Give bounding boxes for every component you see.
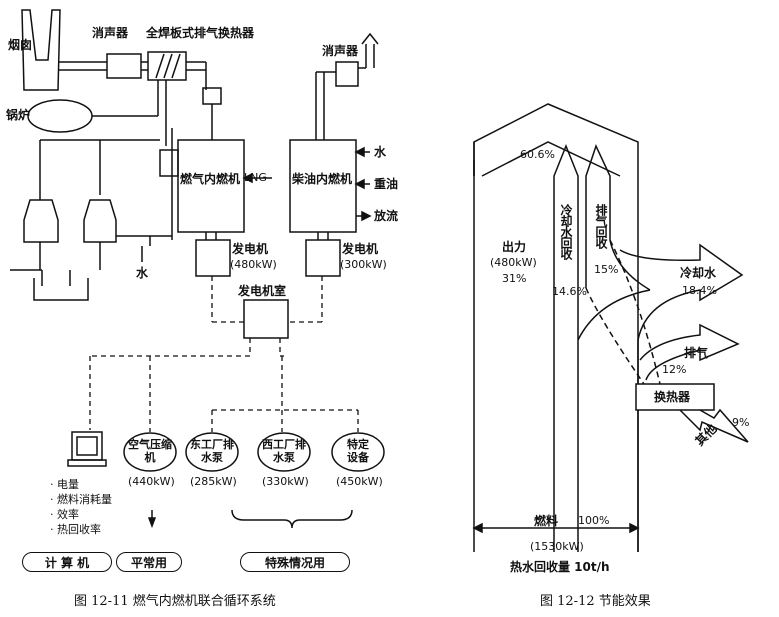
east-pump-kw: (285kW): [190, 475, 237, 488]
discharge-label: 放流: [374, 209, 399, 223]
silencer-right-label: 消声器: [322, 44, 359, 58]
generator2-kw: (300kW): [340, 258, 387, 271]
cooling-tower-2: [83, 199, 117, 243]
output-pct: 31%: [502, 272, 527, 285]
special-equipment-ellipse: [331, 432, 385, 472]
fuel-label: 燃料: [534, 514, 559, 528]
water-in-label: 水: [374, 145, 387, 159]
heat-exchanger-title: 全焊板式排气换热器: [146, 26, 255, 40]
diesel-engine-label: 柴油内燃机: [292, 172, 353, 186]
cooling-recovery-label: 冷却水回收: [559, 204, 573, 259]
heat-exchanger-label: 换热器: [654, 390, 691, 404]
left-caption: 图 12-11 燃气内燃机联合循环系统: [74, 594, 276, 609]
cooling-tower-1: [23, 199, 59, 243]
measure-item: · 热回收率: [50, 523, 101, 536]
chimney-shape: [21, 9, 61, 91]
generator1-label: 发电机: [232, 242, 269, 256]
gas-engine-label: 燃气内燃机: [180, 172, 241, 186]
fuel-pct: 100%: [578, 514, 610, 527]
generator1-box: [195, 239, 231, 277]
sankey-outer: [473, 103, 639, 552]
cooling-recovery-pct: 14.6%: [552, 285, 587, 298]
generator2-box: [305, 239, 341, 277]
water-bottom-label: 水: [136, 266, 149, 280]
heat-exchanger-box: [147, 51, 187, 81]
east-pump-label: 东工厂排水泵: [190, 438, 234, 464]
west-pump-ellipse: [257, 432, 311, 472]
cooling-water-label: 冷却水: [680, 266, 717, 280]
exhaust-recovery-label: 排气回收: [594, 204, 608, 248]
silencer-right-box: [335, 61, 359, 87]
exhaust-label: 排气: [684, 346, 709, 360]
air-compressor-label: 空气压缩机: [128, 438, 172, 464]
measure-item: · 燃料消耗量: [50, 493, 112, 506]
generator-room-box: [243, 299, 289, 339]
silencer-top-label: 消声器: [92, 26, 129, 40]
air-compressor-ellipse: [123, 432, 177, 472]
east-pump-ellipse: [185, 432, 239, 472]
generator-room-label: 发电机室: [238, 284, 287, 298]
hot-water-label: 热水回收量 10t/h: [510, 560, 610, 574]
boiler-shape: [27, 99, 93, 133]
other-pct: 9%: [732, 416, 750, 429]
diesel-engine-box: [289, 139, 357, 233]
exhaust-pct: 12%: [662, 363, 687, 376]
tank-shape: [33, 278, 89, 301]
west-pump-label: 西工厂排水泵: [262, 438, 306, 464]
special-equipment-label: 特定设备: [347, 438, 369, 464]
cooling-water-pct: 18.4%: [682, 284, 717, 297]
measure-item: · 效率: [50, 508, 79, 521]
computer-pill: 计 算 机: [22, 552, 112, 572]
output-label: 出力: [502, 240, 527, 254]
measure-item: · 电量: [50, 478, 79, 491]
right-caption: 图 12-12 节能效果: [540, 594, 651, 609]
gas-engine-box: [177, 139, 245, 233]
air-compressor-kw: (440kW): [128, 475, 175, 488]
chimney-label: 烟囱: [8, 38, 33, 52]
generator1-kw: (480kW): [230, 258, 277, 271]
special-equipment-kw: (450kW): [336, 475, 383, 488]
heavy-oil-label: 重油: [374, 177, 399, 191]
output-kw: (480kW): [490, 256, 537, 269]
lng-label: LNG: [244, 171, 267, 184]
special-use-pill: 特殊情况用: [240, 552, 350, 572]
boiler-label: 锅炉: [6, 108, 31, 122]
valve-box: [202, 87, 222, 105]
heat-exchanger-rect: [635, 383, 715, 411]
silencer-box: [106, 53, 142, 79]
west-pump-kw: (330kW): [262, 475, 309, 488]
exhaust-recovery-pct: 15%: [594, 263, 619, 276]
generator2-label: 发电机: [342, 242, 379, 256]
fuel-kw: (1530kW): [530, 540, 584, 553]
normal-use-pill: 平常用: [116, 552, 182, 572]
top-percentage: 60.6%: [520, 148, 555, 161]
